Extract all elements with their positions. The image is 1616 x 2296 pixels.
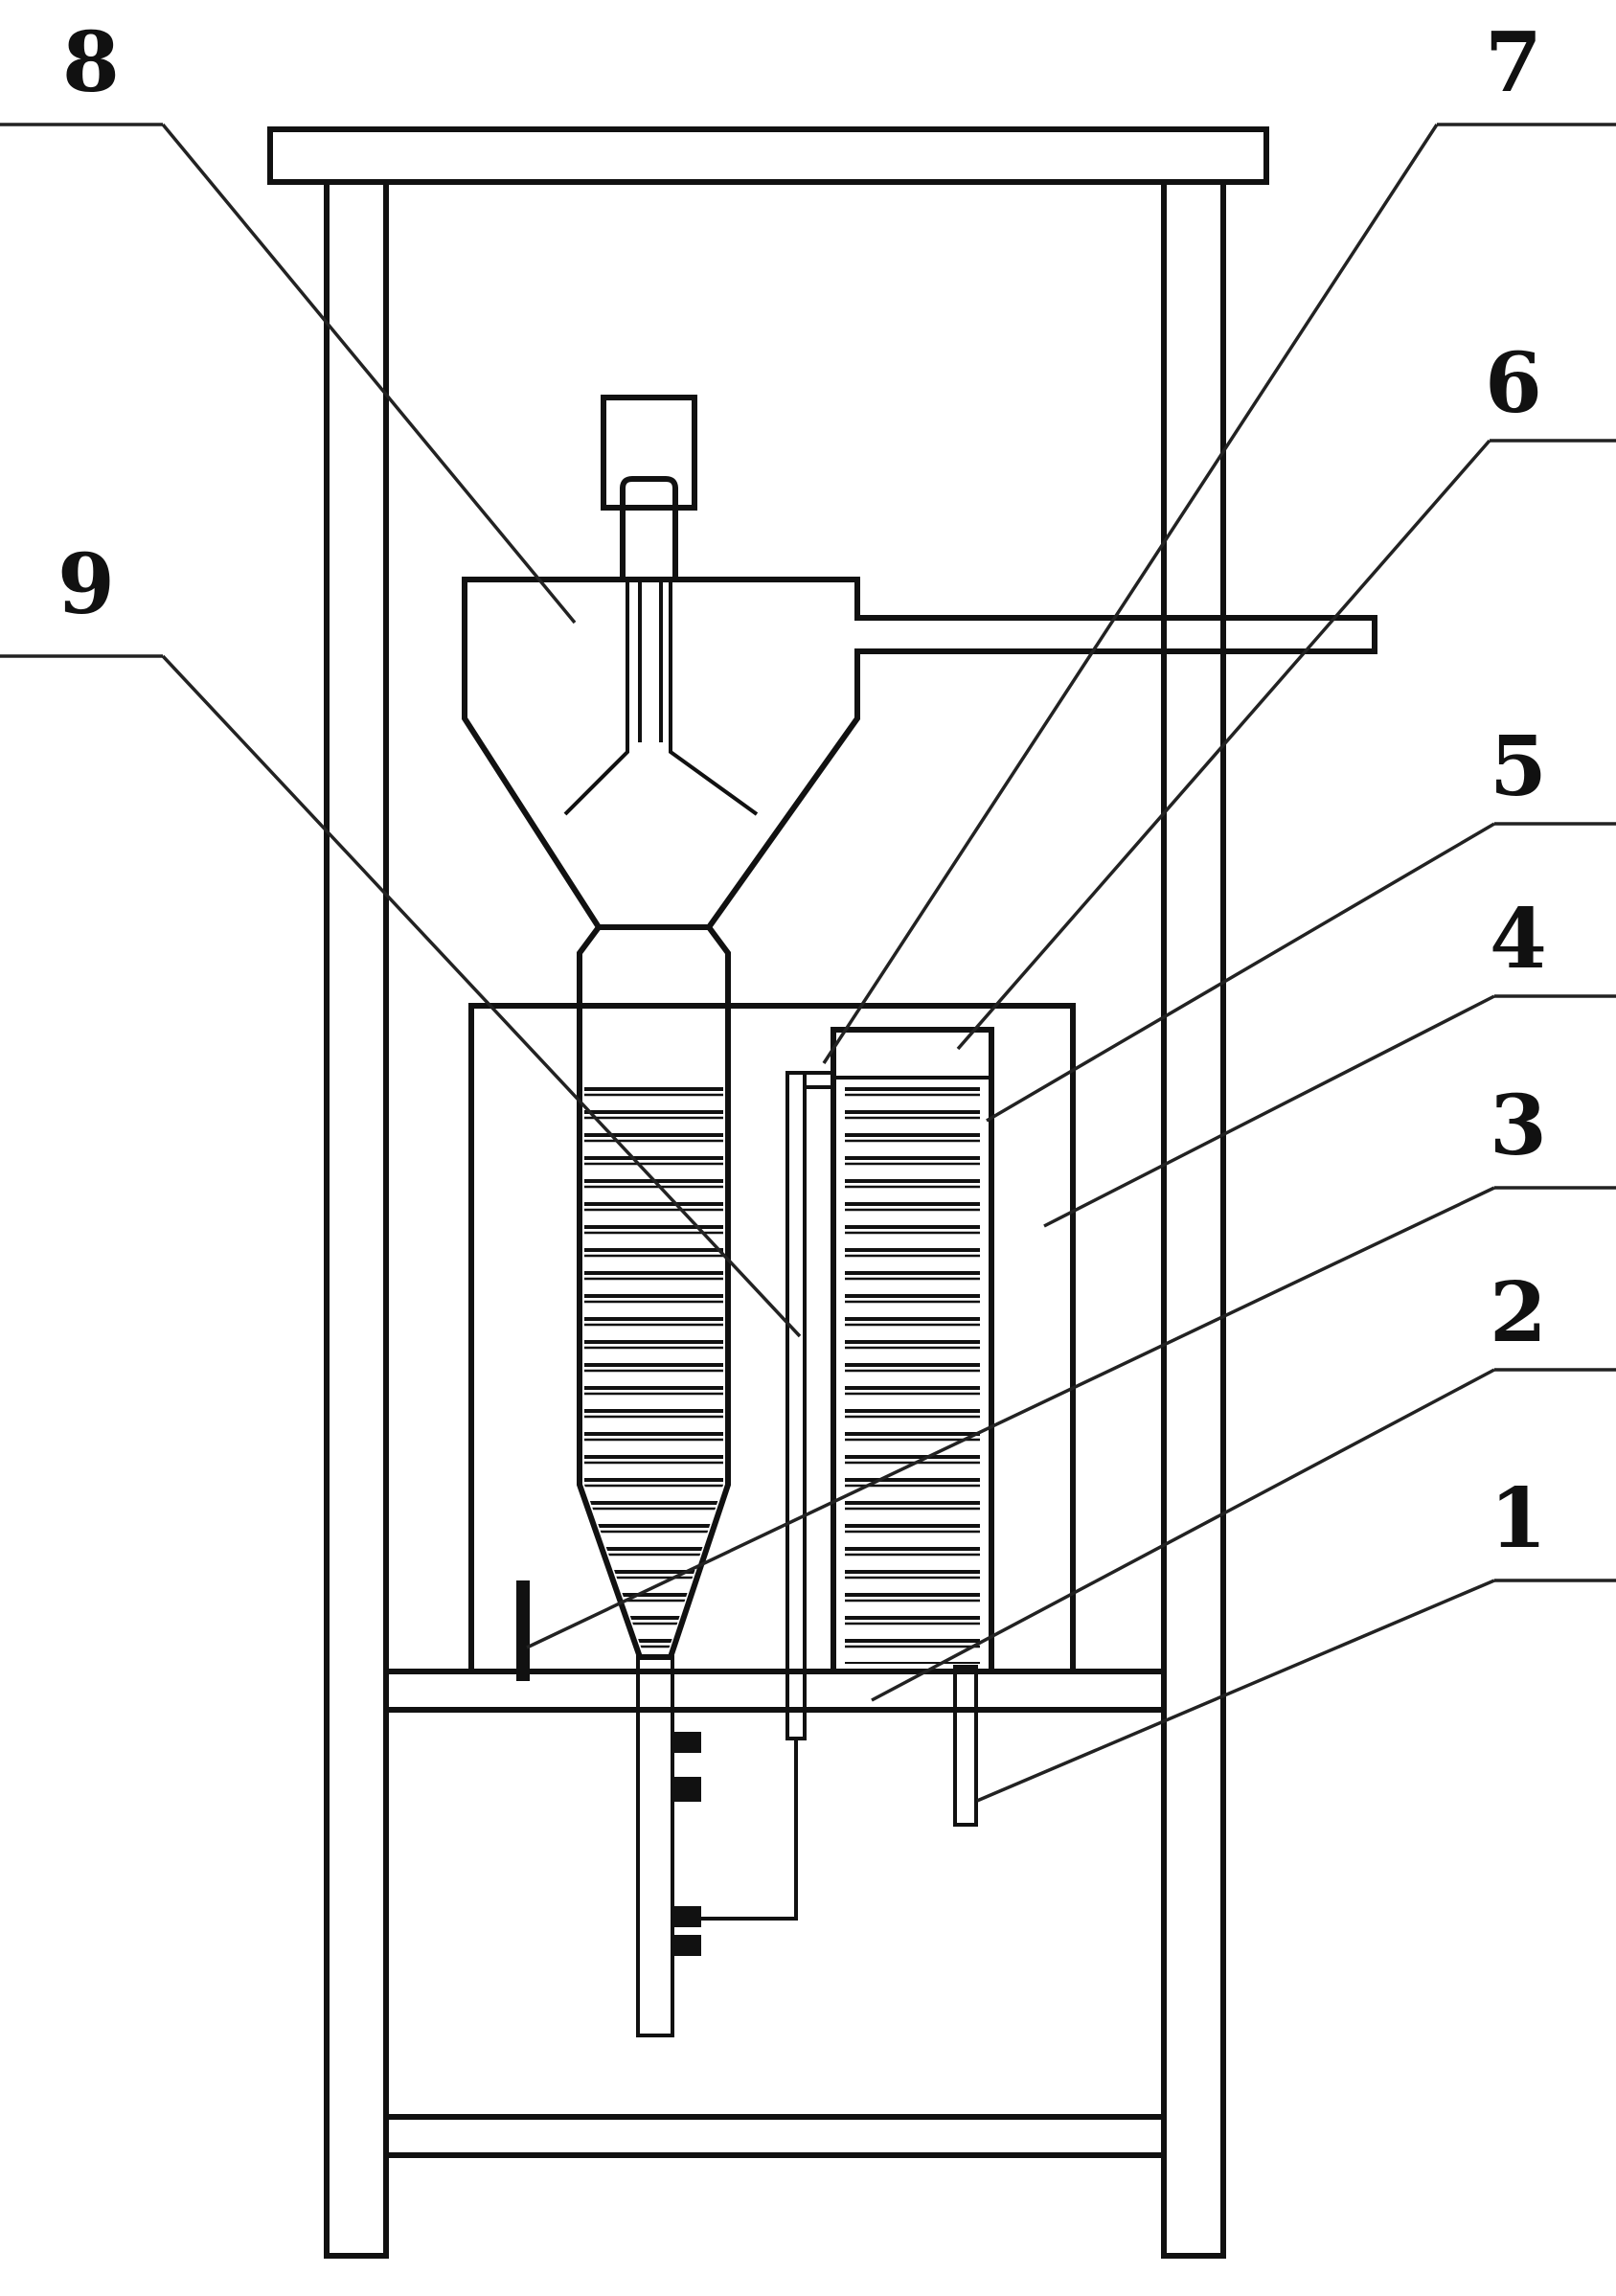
leader-lines bbox=[0, 123, 1616, 1803]
leader-7-diag bbox=[822, 124, 1439, 1064]
valve-upper-a bbox=[672, 1732, 701, 1753]
leader-1-diag bbox=[976, 1579, 1495, 1803]
label-5: 5 bbox=[1490, 718, 1547, 815]
drain-pipe bbox=[953, 1665, 978, 1827]
pipe-vertical bbox=[785, 1071, 807, 1740]
hopper-body bbox=[462, 577, 1377, 930]
leader-4-diag bbox=[1043, 994, 1495, 1228]
leader-9-diag bbox=[161, 654, 802, 1338]
label-7: 7 bbox=[1485, 14, 1542, 111]
column-outlet-tube bbox=[636, 1655, 674, 2037]
label-4: 4 bbox=[1490, 891, 1547, 988]
bottom-crossbar bbox=[383, 2114, 1167, 2158]
hopper-motor bbox=[601, 395, 697, 511]
tank-liquid bbox=[468, 1003, 1076, 1674]
hopper-inner-shaft bbox=[563, 580, 759, 816]
leader-5-diag bbox=[986, 822, 1495, 1123]
leader-8-diag bbox=[161, 123, 577, 625]
column-coil bbox=[584, 1082, 723, 1649]
valve-lower-a bbox=[672, 1906, 701, 1927]
valve-upper-b bbox=[672, 1777, 701, 1802]
label-6: 6 bbox=[1485, 335, 1542, 432]
label-2: 2 bbox=[1490, 1264, 1547, 1361]
side-column-coil bbox=[845, 1078, 980, 1664]
label-3: 3 bbox=[1490, 1078, 1547, 1174]
side-column bbox=[831, 1027, 994, 1674]
hopper bbox=[462, 395, 1377, 930]
top-plate bbox=[267, 126, 1269, 185]
reaction-column bbox=[577, 924, 731, 2037]
leader-3-diag bbox=[526, 1186, 1495, 1649]
label-8: 8 bbox=[62, 14, 120, 111]
part-labels: 8 7 6 9 5 4 3 2 1 bbox=[57, 14, 1547, 1567]
right-column bbox=[1161, 179, 1226, 2259]
pipe-lower-line bbox=[690, 1739, 798, 1921]
label-9: 9 bbox=[57, 536, 115, 633]
frame bbox=[267, 126, 1269, 2259]
valve-lower-b bbox=[672, 1935, 701, 1956]
tank-base-plate bbox=[383, 1669, 1167, 1713]
connecting-pipe bbox=[690, 1071, 833, 1921]
hopper-feed-neck bbox=[620, 476, 678, 580]
leader-6-diag bbox=[956, 439, 1491, 1051]
leader-2-diag bbox=[871, 1368, 1495, 1702]
label-1: 1 bbox=[1490, 1470, 1547, 1567]
probe bbox=[516, 1580, 530, 1681]
left-column bbox=[324, 179, 389, 2259]
